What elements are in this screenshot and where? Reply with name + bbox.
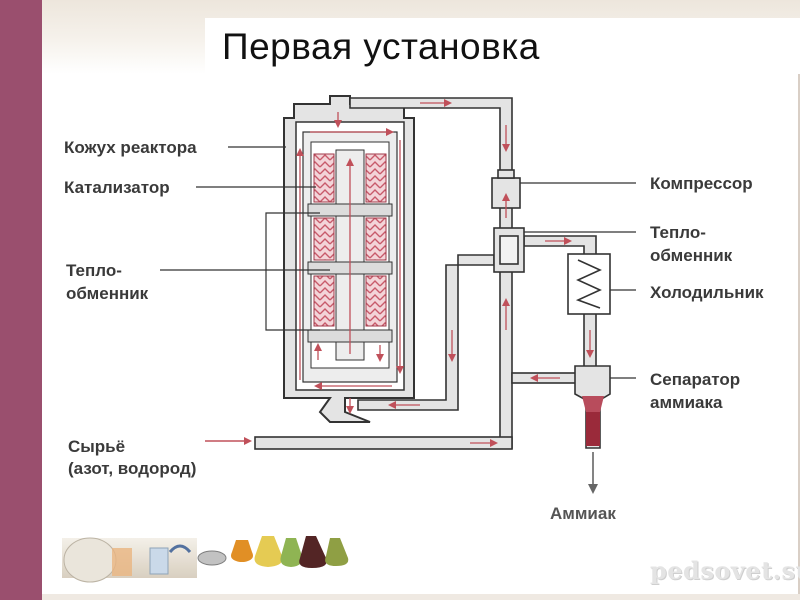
lab-glassware-image — [62, 536, 349, 583]
label-heat-exchanger-right-line2: обменник — [650, 246, 733, 265]
label-ammonia: Аммиак — [550, 504, 616, 523]
label-heat-exchanger-right-line1: Тепло- — [650, 223, 706, 242]
label-reactor-shell: Кожух реактора — [64, 138, 197, 157]
catalyst-bed-right-1 — [365, 153, 387, 203]
catalyst-bed-left-3 — [313, 275, 335, 327]
catalyst-bed-right-3 — [365, 275, 387, 327]
label-cooler: Холодильник — [650, 283, 764, 302]
label-catalyst: Катализатор — [64, 178, 170, 197]
label-compressor: Компрессор — [650, 174, 753, 193]
heat-exchanger-right — [493, 227, 525, 273]
title-box — [205, 18, 800, 74]
watermark: pedsovet.su — [650, 556, 800, 585]
label-heat-exchanger-left-line2: обменник — [66, 284, 149, 303]
catalyst-bed-left-2 — [313, 217, 335, 261]
heat-exchanger-bracket — [265, 212, 320, 331]
catalyst-bed-left-1 — [313, 153, 335, 203]
reactor — [283, 95, 415, 423]
label-separator-line2: аммиака — [650, 393, 723, 412]
leader-lines — [160, 146, 636, 379]
label-feed-line1: Сырьё — [68, 437, 126, 456]
label-separator-line1: Сепаратор — [650, 370, 741, 389]
slide-title: Первая установка — [222, 26, 540, 67]
bottom-edge-strip — [42, 594, 800, 600]
catalyst-bed-right-2 — [365, 217, 387, 261]
label-feed-line2: (азот, водород) — [68, 459, 197, 478]
cooler — [567, 253, 611, 315]
ammonia-separator — [574, 365, 611, 449]
ammonia-liquid — [586, 412, 600, 446]
label-heat-exchanger-left-line1: Тепло- — [66, 261, 122, 280]
right-edge-strip — [798, 74, 800, 600]
slide-accent-bar — [0, 0, 42, 600]
